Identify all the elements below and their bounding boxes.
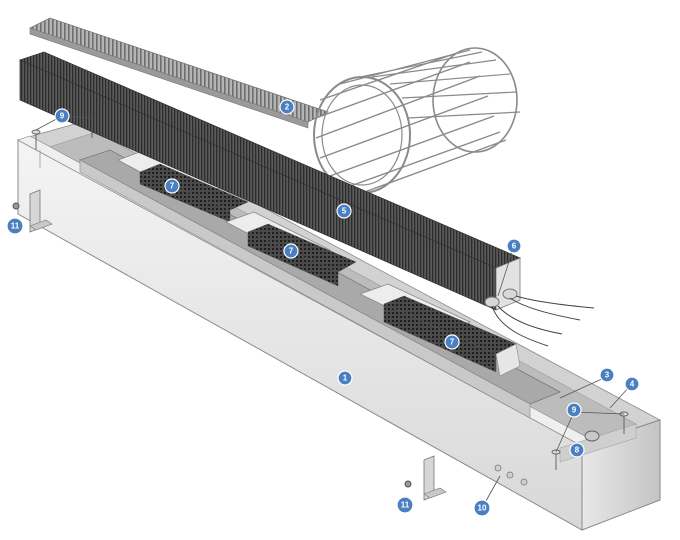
rolled-grille <box>313 47 521 194</box>
mounting-holes <box>494 464 528 486</box>
svg-text:11: 11 <box>11 222 20 231</box>
pipe-connections <box>484 288 595 347</box>
fan-module-1 <box>117 149 249 223</box>
fan-module-2 <box>225 211 357 287</box>
svg-text:7: 7 <box>170 182 175 191</box>
callout-7-third: 7 <box>444 334 460 350</box>
callout-9-right: 9 <box>566 402 582 418</box>
svg-text:11: 11 <box>401 501 410 510</box>
callout-11-right: 11 <box>396 496 414 514</box>
callout-7-first: 7 <box>164 178 180 194</box>
svg-text:1: 1 <box>343 374 348 383</box>
callout-10: 10 <box>473 499 491 517</box>
callout-4: 4 <box>624 376 640 392</box>
svg-text:5: 5 <box>342 207 347 216</box>
mounting-bracket-right <box>404 455 447 501</box>
svg-text:3: 3 <box>605 371 610 380</box>
callout-3: 3 <box>599 367 615 383</box>
fan-module-3 <box>358 283 521 377</box>
callout-8: 8 <box>569 442 585 458</box>
svg-text:7: 7 <box>450 338 455 347</box>
callout-6: 6 <box>506 238 522 254</box>
svg-text:7: 7 <box>289 247 294 256</box>
top-grille <box>28 17 330 129</box>
svg-text:8: 8 <box>575 446 580 455</box>
svg-text:4: 4 <box>630 380 635 389</box>
callout-5: 5 <box>336 203 352 219</box>
callout-11-left: 11 <box>6 217 24 235</box>
svg-text:2: 2 <box>285 103 290 112</box>
callout-7-second: 7 <box>283 243 299 259</box>
mounting-bracket-left <box>12 189 53 233</box>
svg-text:6: 6 <box>512 242 517 251</box>
svg-text:9: 9 <box>572 406 577 415</box>
svg-text:9: 9 <box>60 112 65 121</box>
callout-2: 2 <box>279 99 295 115</box>
svg-text:10: 10 <box>478 504 487 513</box>
callout-9-left: 9 <box>54 108 70 124</box>
callout-1: 1 <box>337 370 353 386</box>
